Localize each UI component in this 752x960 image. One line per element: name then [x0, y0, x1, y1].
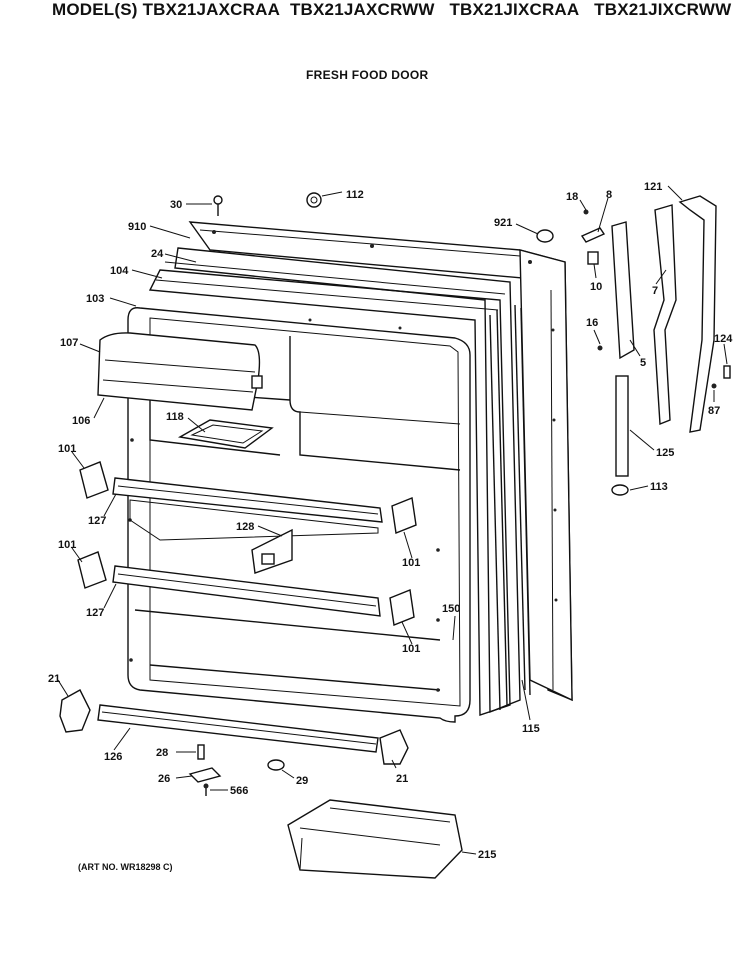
- label-106: 106: [72, 415, 90, 427]
- shelf-end-caps: [77, 461, 417, 626]
- label-103: 103: [86, 293, 104, 305]
- leader-lines: [57, 185, 728, 855]
- label-101-upper-left: 101: [58, 443, 76, 455]
- small-hardware: [188, 744, 285, 796]
- label-150: 150: [442, 603, 460, 615]
- label-128: 128: [236, 521, 254, 533]
- label-21-left: 21: [48, 673, 60, 685]
- label-104: 104: [110, 265, 129, 277]
- label-24: 24: [151, 248, 164, 260]
- label-10: 10: [590, 281, 602, 293]
- models-header: MODEL(S) TBX21JAXCRAA TBX21JAXCRWW TBX21…: [52, 0, 731, 20]
- door-bin: [287, 799, 463, 879]
- label-107: 107: [60, 337, 78, 349]
- label-8: 8: [606, 189, 612, 201]
- label-30: 30: [170, 199, 182, 211]
- label-115: 115: [522, 723, 540, 735]
- model-3: TBX21JIXCRAA: [449, 0, 580, 19]
- label-7: 7: [652, 285, 658, 297]
- art-number: (ART NO. WR18298 C): [78, 862, 173, 872]
- dairy-compartment-door: [97, 332, 263, 411]
- door-shelf-lower: [112, 565, 381, 617]
- label-566: 566: [230, 785, 248, 797]
- butter-tray: [177, 419, 274, 449]
- top-hardware: [213, 192, 554, 243]
- bottle-retainer: [251, 528, 293, 574]
- label-101-upper-right: 101: [402, 557, 420, 569]
- hinge-bracket-right: [379, 729, 409, 765]
- label-127-lower: 127: [86, 607, 104, 619]
- model-4: TBX21JIXCRWW: [594, 0, 732, 19]
- label-18: 18: [566, 191, 578, 203]
- part-labels: 30 112 910 24 104 103 107 106 118 101 12…: [48, 181, 733, 861]
- label-87: 87: [708, 405, 720, 417]
- label-124: 124: [714, 333, 733, 345]
- label-101-lower-left: 101: [58, 539, 76, 551]
- label-101-lower-right: 101: [402, 643, 420, 655]
- label-125: 125: [656, 447, 674, 459]
- model-2: TBX21JAXCRWW: [289, 0, 435, 19]
- door-gasket: [148, 247, 531, 716]
- models-prefix: MODEL(S): [52, 0, 138, 19]
- label-5: 5: [640, 357, 646, 369]
- hinge-bracket-left: [59, 689, 91, 733]
- label-127-upper: 127: [88, 515, 106, 527]
- label-21-right: 21: [396, 773, 408, 785]
- label-28: 28: [156, 747, 168, 759]
- label-26: 26: [158, 773, 170, 785]
- label-112: 112: [346, 189, 364, 201]
- label-215: 215: [478, 849, 496, 861]
- label-113: 113: [650, 481, 668, 493]
- section-title: FRESH FOOD DOOR: [306, 68, 429, 82]
- label-126: 126: [104, 751, 122, 763]
- door-bottom-rail: [97, 704, 379, 753]
- model-1: TBX21JAXCRAA: [142, 0, 281, 19]
- hinge-hardware-right: [580, 195, 731, 496]
- label-121: 121: [644, 181, 662, 193]
- label-921: 921: [494, 217, 512, 229]
- door-shelf-upper: [112, 477, 383, 541]
- label-910: 910: [128, 221, 146, 233]
- label-29: 29: [296, 775, 308, 787]
- label-118: 118: [166, 411, 184, 423]
- label-16: 16: [586, 317, 598, 329]
